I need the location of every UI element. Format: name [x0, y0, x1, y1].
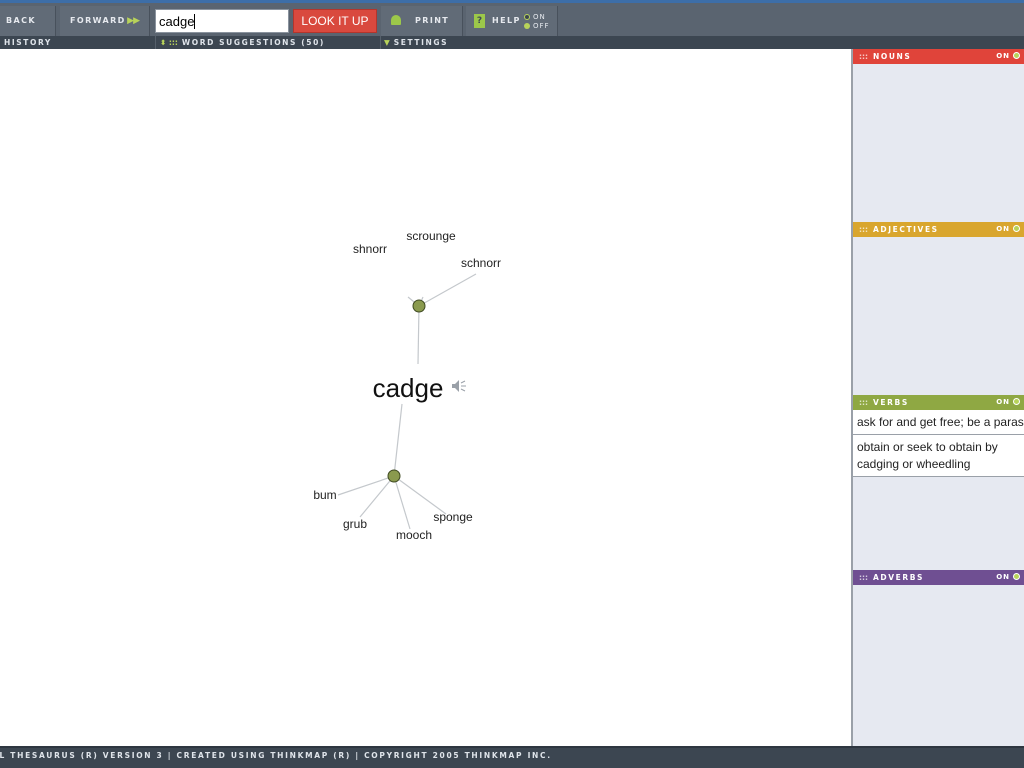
print-button[interactable]: PRINT [381, 6, 463, 36]
panel-adjectives: :::ADJECTIVES ON [853, 222, 1024, 237]
forward-arrow-icon: ▶▶ [127, 16, 140, 26]
help-toggle-off[interactable]: OFF [524, 22, 550, 30]
settings-label: SETTINGS [393, 38, 449, 47]
panel-toggle-label: ON [996, 573, 1010, 581]
back-label: BACK [6, 16, 36, 25]
hub-link-line [393, 403, 403, 477]
panel-title: VERBS [873, 398, 909, 407]
forward-button[interactable]: FORWARD ▶▶ [60, 6, 150, 36]
footer: AL THESAURUS (R) VERSION 3 | CREATED USI… [0, 746, 1024, 768]
meaning-node[interactable] [412, 299, 426, 313]
definition-item[interactable]: obtain or seek to obtain by cadging or w… [853, 435, 1024, 477]
search-input[interactable]: cadge [155, 9, 289, 33]
sub-toolbar: HISTORY ⬍ :::WORD SUGGESTIONS (50) ▼SETT… [0, 36, 1024, 49]
radio-on-icon [524, 14, 530, 20]
back-button[interactable]: BACK [0, 6, 56, 36]
panel-toggle-label: ON [996, 398, 1010, 406]
look-it-up-button[interactable]: LOOK IT UP [293, 9, 377, 33]
synonym-word[interactable]: schnorr [461, 256, 501, 270]
panel-toggle[interactable]: ON [996, 570, 1020, 585]
text-caret [194, 14, 196, 29]
word-link-line [393, 475, 411, 530]
drag-grip-icon[interactable]: ::: [859, 52, 868, 61]
synonym-word[interactable]: shnorr [353, 242, 387, 256]
panel-title: ADVERBS [873, 573, 925, 582]
copyright-text: AL THESAURUS (R) VERSION 3 | CREATED USI… [0, 751, 552, 760]
center-word[interactable]: cadge [373, 373, 444, 403]
forward-label: FORWARD [70, 16, 126, 25]
panel-header-nouns[interactable]: :::NOUNS ON [853, 49, 1024, 64]
history-label: HISTORY [4, 38, 52, 47]
speaker-icon[interactable] [452, 380, 466, 392]
drag-grip-icon[interactable]: ::: [859, 225, 868, 234]
panel-header-adjectives[interactable]: :::ADJECTIVES ON [853, 222, 1024, 237]
word-link-line [393, 475, 447, 515]
meaning-node[interactable] [387, 469, 401, 483]
look-it-up-label: LOOK IT UP [301, 14, 369, 28]
help-toggle[interactable]: ON OFF [524, 11, 558, 33]
toggle-dot-icon [1013, 398, 1020, 405]
connection-lines [337, 273, 477, 530]
panel-title: ADJECTIVES [873, 225, 939, 234]
synonym-word[interactable]: sponge [433, 510, 473, 524]
word-suggestions-dropdown[interactable]: ⬍ :::WORD SUGGESTIONS (50) [155, 36, 379, 49]
word-suggestions-label: WORD SUGGESTIONS (50) [181, 38, 325, 47]
word-link-line [337, 475, 395, 496]
help-button[interactable]: ? HELP [466, 6, 558, 36]
help-toggle-on[interactable]: ON [524, 13, 546, 21]
toggle-dot-icon [1013, 52, 1020, 59]
word-link-line [418, 273, 477, 307]
drag-grip-icon[interactable]: ::: [859, 573, 868, 582]
panel-nouns: :::NOUNS ON [853, 49, 1024, 64]
drag-grip-icon[interactable]: ::: [859, 398, 868, 407]
search-input-value: cadge [159, 14, 195, 29]
synonym-word[interactable]: grub [343, 517, 367, 531]
triangle-down-icon: ▼ [384, 38, 390, 47]
panel-toggle-label: ON [996, 225, 1010, 233]
synonym-word[interactable]: bum [313, 488, 336, 502]
panel-adverbs: :::ADVERBS ON [853, 570, 1024, 585]
help-icon: ? [474, 14, 485, 28]
panel-toggle[interactable]: ON [996, 395, 1020, 410]
definition-item[interactable]: ask for and get free; be a parasite [853, 410, 1024, 435]
panel-header-adverbs[interactable]: :::ADVERBS ON [853, 570, 1024, 585]
toolbar: BACK FORWARD ▶▶ cadge LOOK IT UP PRINT ?… [0, 0, 1024, 36]
panel-toggle[interactable]: ON [996, 222, 1020, 237]
toggle-dot-icon [1013, 573, 1020, 580]
print-label: PRINT [415, 16, 450, 25]
word-link-line [359, 475, 395, 518]
settings-dropdown[interactable]: ▼SETTINGS [380, 36, 680, 49]
help-label: HELP [492, 16, 521, 25]
synonym-word[interactable]: mooch [396, 528, 432, 542]
panel-toggle-label: ON [996, 52, 1010, 60]
hub-link-line [417, 305, 420, 365]
toggle-dot-icon [1013, 225, 1020, 232]
panel-toggle[interactable]: ON [996, 49, 1020, 64]
history-dropdown[interactable]: HISTORY [4, 36, 52, 49]
sort-arrows-icon: ⬍ ::: [160, 38, 178, 47]
panel-title: NOUNS [873, 52, 912, 61]
radio-off-icon [524, 23, 530, 29]
printer-icon [391, 15, 401, 25]
panel-header-verbs[interactable]: :::VERBS ON [853, 395, 1024, 410]
synonym-word[interactable]: scrounge [406, 229, 456, 243]
